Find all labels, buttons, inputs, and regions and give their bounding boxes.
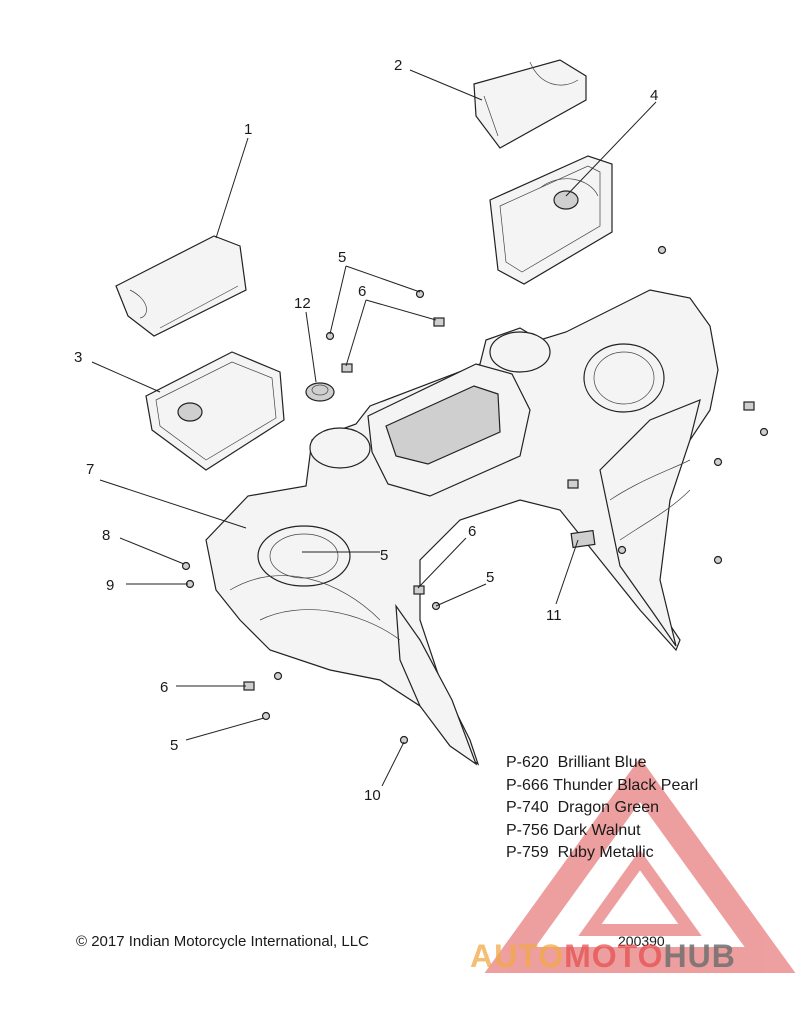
callout-6: 6: [160, 679, 168, 696]
callout-8: 8: [102, 527, 110, 544]
callout-9: 9: [106, 577, 114, 594]
paint-code-row: P-666 Thunder Black Pearl: [506, 775, 698, 798]
copyright-notice: © 2017 Indian Motorcycle International, …: [76, 933, 369, 950]
leader-lines: [91, 69, 657, 787]
paint-name: Brilliant Blue: [557, 754, 647, 771]
callout-1: 1: [244, 121, 252, 138]
watermark-part-hub: HUB: [663, 938, 736, 974]
fasteners: [181, 245, 769, 745]
part-3-storage-pocket: [145, 351, 285, 471]
callout-5: 5: [170, 737, 178, 754]
watermark-part-moto: MOTO: [564, 938, 664, 974]
paint-code: P-759: [506, 844, 549, 861]
callout-2: 2: [394, 57, 402, 74]
callout-3: 3: [74, 349, 82, 366]
callout-5: 5: [380, 547, 388, 564]
figure-id: 200390: [618, 933, 665, 949]
callout-11: 11: [546, 607, 562, 624]
paint-code-row: P-620 Brilliant Blue: [506, 752, 698, 775]
paint-code-row: P-759 Ruby Metallic: [506, 842, 698, 865]
paint-code: P-740: [506, 799, 549, 816]
callout-6: 6: [358, 283, 366, 300]
part-4-storage-pocket: [489, 155, 613, 285]
paint-code: P-620: [506, 754, 549, 771]
paint-code-row: P-740 Dragon Green: [506, 797, 698, 820]
part-2-pocket-cover: [473, 59, 587, 149]
watermark-logo: AUTOMOTOHUB: [470, 928, 790, 976]
paint-code-row: P-756 Dark Walnut: [506, 820, 698, 843]
callout-10: 10: [364, 787, 381, 804]
watermark-text: AUTOMOTOHUB: [470, 938, 736, 975]
callout-4: 4: [650, 87, 658, 104]
part-12-plug: [305, 382, 335, 402]
callout-12: 12: [294, 295, 311, 312]
paint-name: Thunder Black Pearl: [553, 776, 699, 794]
part-1-pocket-cover: [115, 235, 247, 337]
paint-code: P-756: [506, 821, 549, 839]
paint-code: P-666: [506, 776, 549, 794]
callout-5: 5: [486, 569, 494, 586]
callout-7: 7: [86, 461, 94, 478]
watermark-part-auto: AUTO: [470, 938, 565, 974]
paint-name: Ruby Metallic: [557, 844, 654, 861]
fairing-assembly: [205, 289, 719, 766]
paint-code-list: P-620 Brilliant Blue P-666 Thunder Black…: [506, 752, 698, 865]
watermark-triangle: [484, 757, 796, 973]
callout-numbers: 2 4 1 5 12 6 3 7 8 5 6 9 5 11 6 5 10: [74, 57, 658, 804]
callout-6: 6: [468, 523, 476, 540]
paint-name: Dark Walnut: [553, 821, 641, 839]
callout-5: 5: [338, 249, 346, 266]
paint-name: Dragon Green: [557, 799, 659, 816]
